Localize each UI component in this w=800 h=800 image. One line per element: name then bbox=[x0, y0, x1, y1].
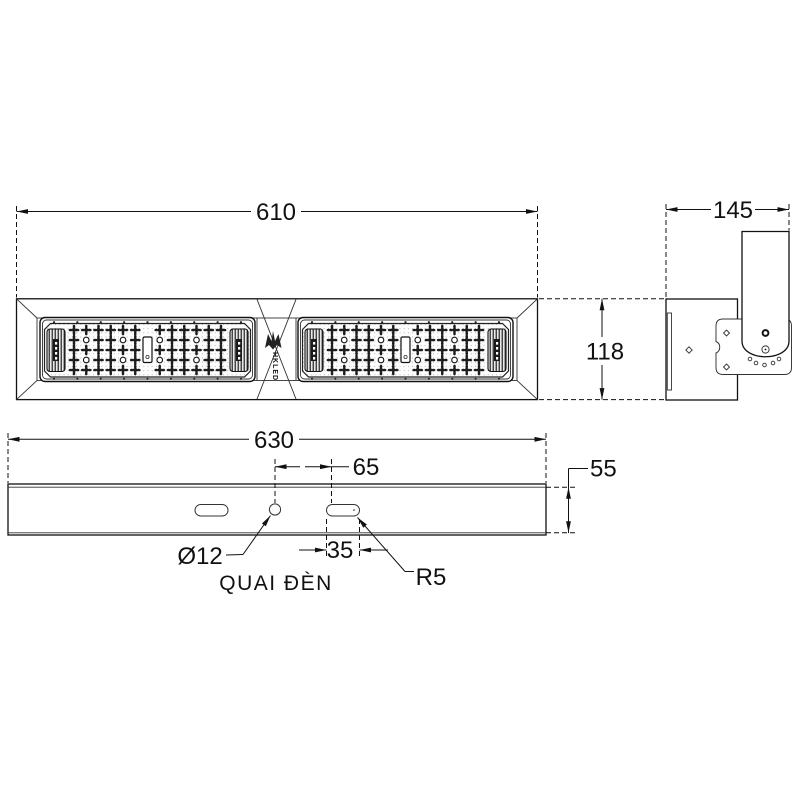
bevel-line bbox=[516, 298, 538, 319]
dim-bottom-length: 630 bbox=[8, 427, 546, 454]
front-view: HKLED bbox=[15, 298, 539, 401]
callout-slot-radius: R5 bbox=[357, 517, 447, 591]
center-joint-bevel bbox=[256, 299, 297, 400]
bottom-body-outline bbox=[7, 483, 547, 536]
bottom-view bbox=[7, 483, 547, 536]
dim-bottom-length-text: 630 bbox=[254, 427, 294, 454]
adjustment-hole bbox=[753, 360, 759, 366]
dim-body-depth: 55 bbox=[566, 456, 617, 533]
bevel-line bbox=[16, 298, 38, 319]
brand-logo: HKLED bbox=[265, 331, 282, 381]
dim-slot-length-text: 35 bbox=[327, 537, 354, 564]
bevel-line bbox=[516, 380, 538, 400]
bracket-hole bbox=[722, 329, 731, 337]
brand-logo-text: HKLED bbox=[271, 352, 278, 381]
dim-side-width: 145 bbox=[666, 197, 789, 224]
hole-diameter-text: Ø12 bbox=[177, 543, 222, 570]
dim-front-width: 610 bbox=[16, 199, 538, 226]
dim-front-width-text: 610 bbox=[256, 199, 296, 226]
side-body-hole bbox=[685, 346, 693, 354]
arm-bolt bbox=[761, 329, 770, 337]
side-view bbox=[665, 230, 792, 401]
brand-logo-icon bbox=[265, 331, 282, 350]
dim-body-depth-text: 55 bbox=[590, 456, 617, 483]
callout-hole-diameter: Ø12 bbox=[177, 515, 271, 570]
adjustment-hole bbox=[776, 356, 782, 362]
handle-slot-left bbox=[194, 504, 229, 517]
dim-hole-offset-text: 65 bbox=[353, 454, 380, 481]
led-module bbox=[39, 316, 256, 383]
side-lens-edge bbox=[666, 312, 672, 391]
led-modules bbox=[39, 316, 514, 383]
pivot-center-mark bbox=[764, 348, 767, 351]
dim-front-height-text: 118 bbox=[586, 339, 624, 366]
bracket-hole bbox=[722, 363, 731, 371]
dimensions: 610 145 118 630 65 55 bbox=[8, 197, 789, 595]
handle-slot-right bbox=[326, 504, 360, 517]
bevel-line bbox=[16, 380, 38, 400]
dim-side-width-text: 145 bbox=[713, 197, 753, 224]
slot-radius-text: R5 bbox=[416, 564, 447, 591]
dim-slot-length: 35 bbox=[299, 537, 388, 564]
handle-label: QUAI ĐÈN bbox=[219, 572, 333, 595]
front-face-outline bbox=[36, 317, 518, 381]
adjustment-hole bbox=[747, 356, 753, 362]
dim-hole-offset: 65 bbox=[275, 454, 379, 481]
adjustment-hole bbox=[762, 362, 767, 368]
dim-front-height: 118 bbox=[586, 298, 624, 400]
adjustment-hole bbox=[770, 360, 776, 366]
mounting-arm bbox=[741, 230, 790, 358]
mounting-hole-d12 bbox=[268, 503, 282, 516]
led-module bbox=[297, 316, 514, 383]
extension-lines bbox=[7, 204, 790, 557]
slot-radius-center-mark bbox=[353, 509, 355, 511]
